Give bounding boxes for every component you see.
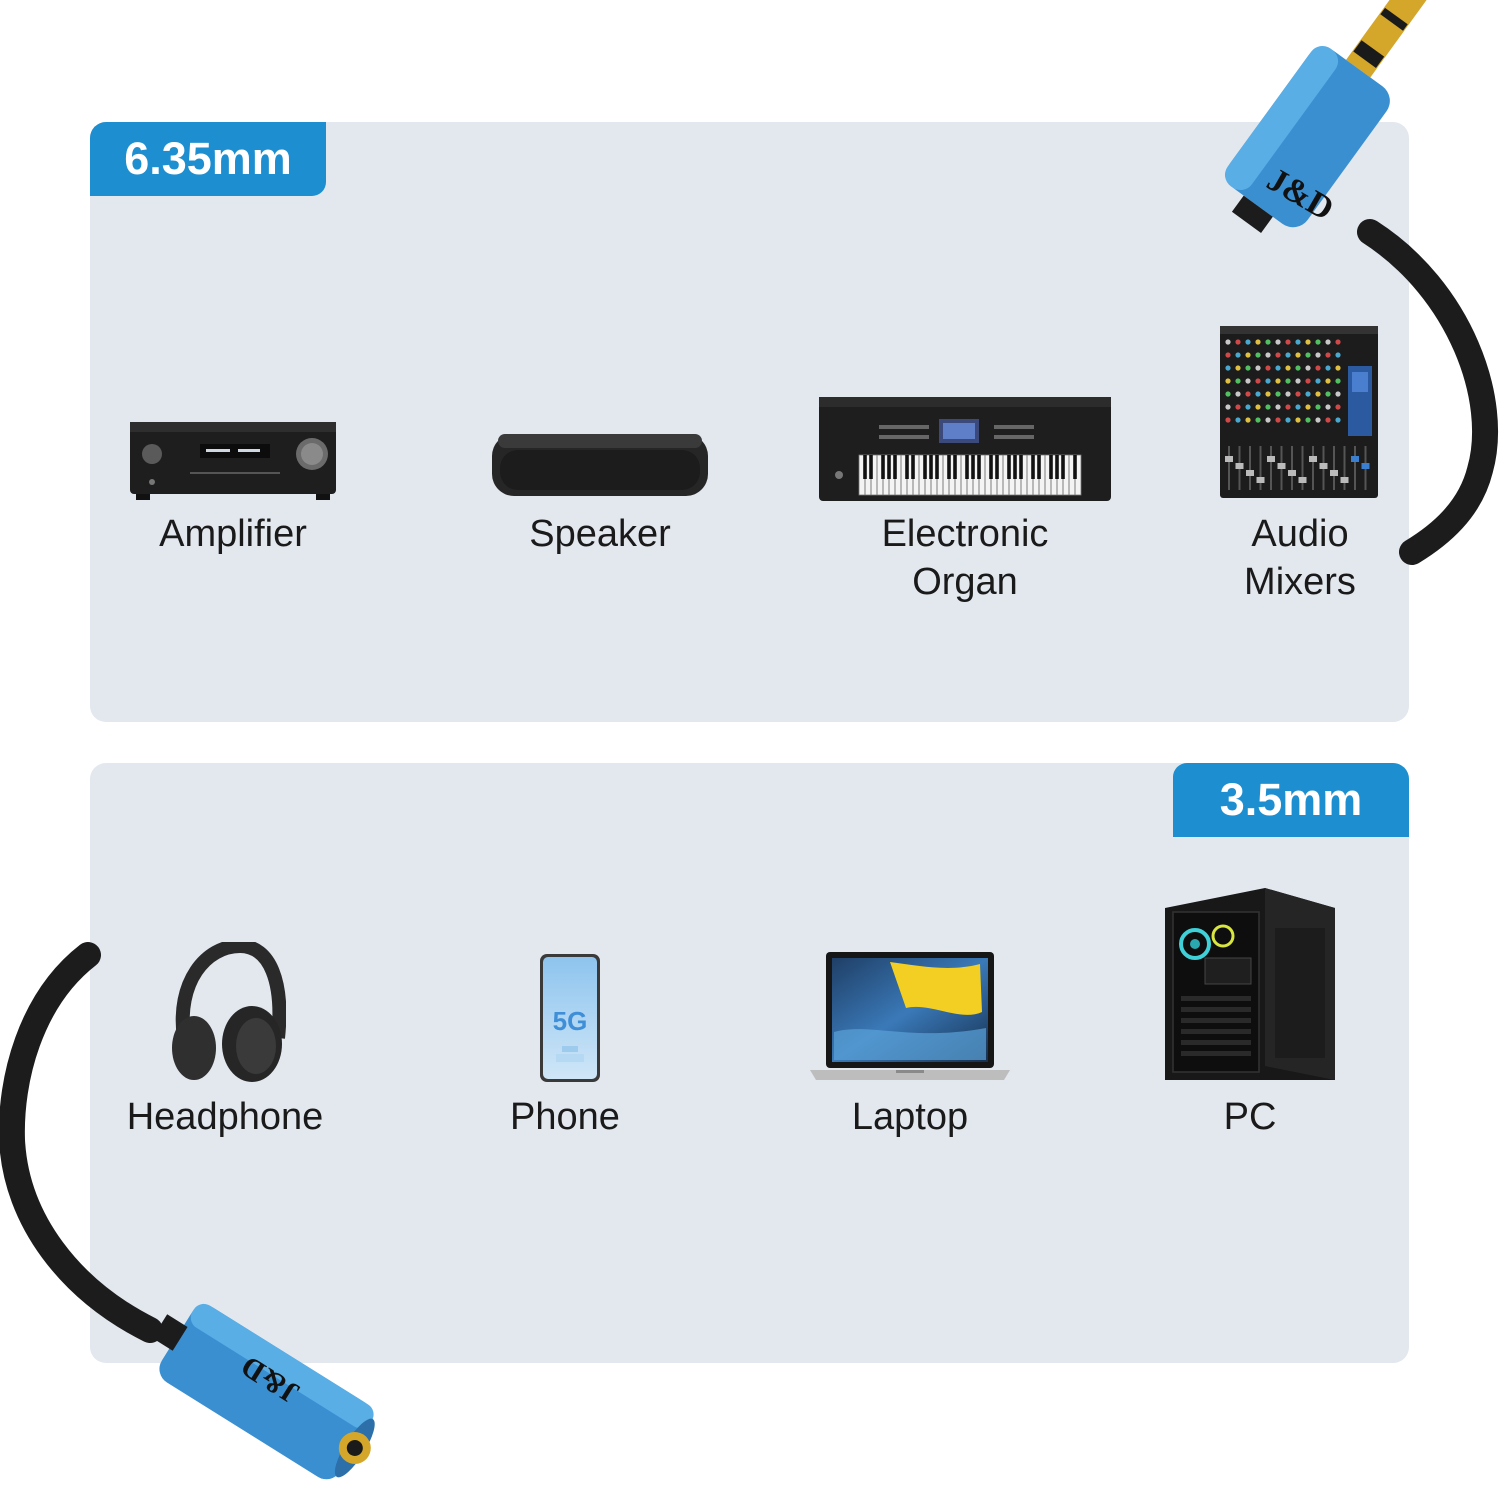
speaker-icon [492,434,708,496]
device-label-speaker: Speaker [529,513,671,555]
svg-text:5G: 5G [553,1006,588,1036]
device-amplifier [130,420,336,500]
device-label-headphone: Headphone [126,1096,324,1138]
device-electronic-organ [819,397,1111,501]
device-phone: 5G [540,954,600,1082]
headphone-icon [172,942,286,1082]
plug-size-badge-6-35: 6.35mm [90,122,326,196]
keyboard-icon [819,397,1111,501]
device-label-audio-mixers: Audio Mixers [1244,513,1356,603]
amplifier-icon [130,422,336,500]
device-label-amplifier: Amplifier [159,513,307,555]
device-audio-mixer [1220,326,1378,498]
device-label-phone: Phone [510,1096,620,1138]
device-pc [1165,888,1335,1080]
plug-size-badge-3-5: 3.5mm [1173,763,1409,837]
device-laptop [810,952,1010,1082]
device-label-pc: PC [1223,1096,1277,1138]
laptop-icon [810,952,1010,1080]
mixer-icon [1220,326,1378,498]
device-label-electronic-organ: Electronic Organ [881,513,1049,603]
pc-icon [1165,888,1335,1080]
device-label-laptop: Laptop [851,1096,969,1138]
device-speaker [490,430,710,500]
phone-icon: 5G [540,954,600,1082]
device-headphone [166,942,286,1084]
